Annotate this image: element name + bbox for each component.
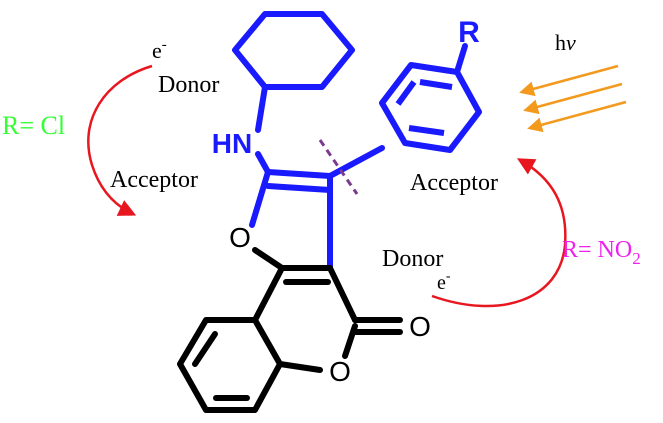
light-ray-1 [519,64,619,97]
ring-oxygen-label: O [329,356,351,387]
phenyl-ring [379,62,482,153]
acceptor-label-left: Acceptor [110,167,198,193]
r-cl-label: R= Cl [2,111,65,140]
acceptor-label-right: Acceptor [410,170,498,196]
left-red-arrow [87,64,153,216]
light-ray-3 [527,100,627,133]
cleavage-dashed-line [318,139,359,195]
nh-label: HN [212,128,252,159]
electron-label-top: e- [152,37,167,63]
hv-label: hv [555,30,576,55]
furan-oxygen-label: O [229,222,251,253]
electron-label-bottom: e- [437,269,451,294]
left-charge-transfer: e- Donor R= Cl Acceptor [2,37,219,216]
coumarin-core [177,247,403,413]
donor-label-right: Donor [382,246,443,272]
r-group-label: R [458,16,480,49]
right-charge-transfer: Acceptor Donor e- R= NO2 [382,158,641,308]
donor-label-left: Donor [158,72,219,98]
cyclohexyl-ring [232,11,355,90]
light-irradiation: hv [519,30,627,133]
r-no2-label: R= NO2 [562,237,641,268]
light-ray-2 [523,82,623,115]
carbonyl-oxygen-label: O [409,311,431,342]
blue-bonds [249,43,468,271]
right-red-arrow [431,158,567,308]
